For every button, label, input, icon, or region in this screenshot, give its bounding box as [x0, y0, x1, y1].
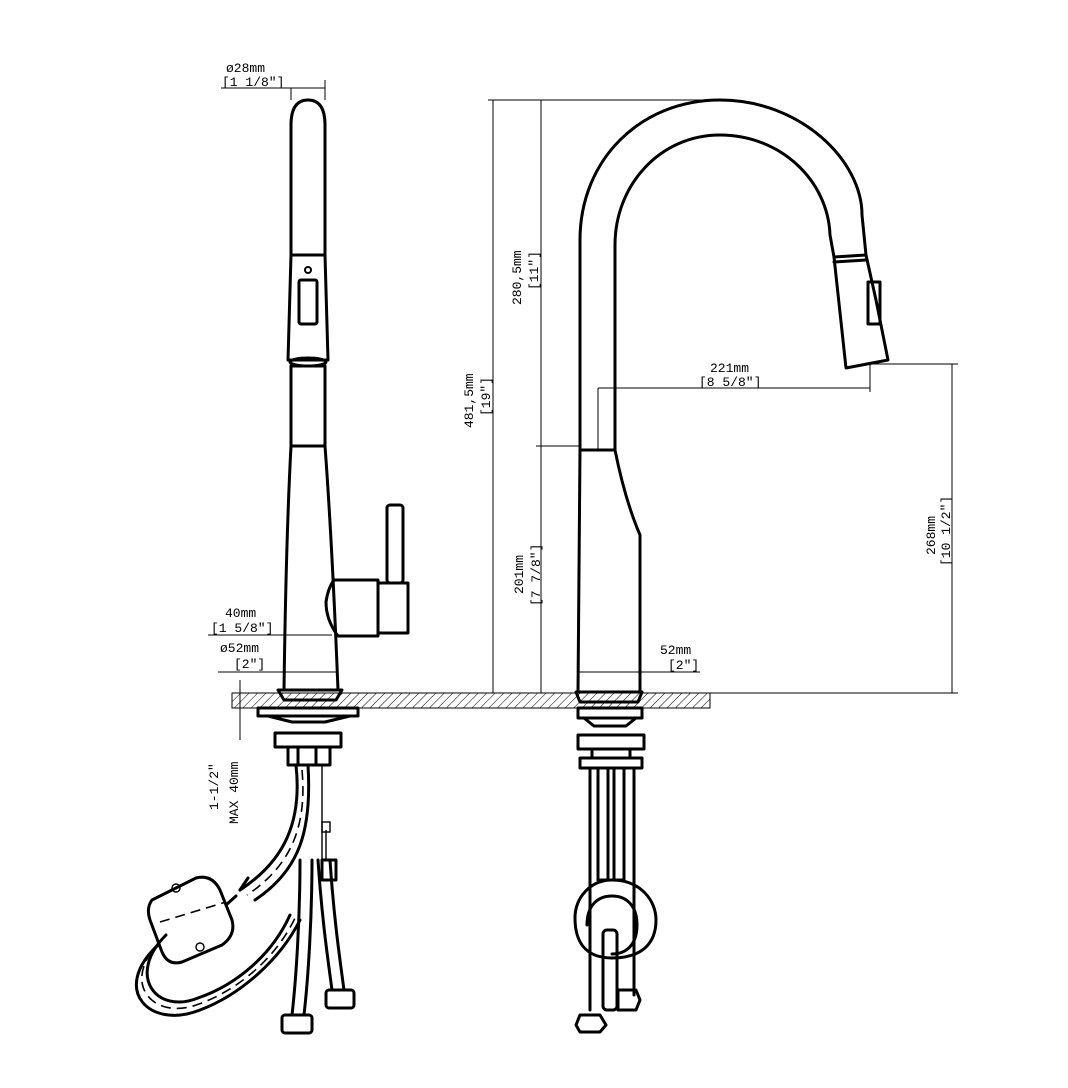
hose-neck — [289, 364, 327, 448]
deck-max-line2: MAX 40mm — [227, 761, 242, 824]
total-height-metric: 481,5mm — [462, 373, 477, 428]
spray-head — [286, 98, 330, 362]
base-diameter-metric: ø52mm — [220, 641, 259, 656]
spout-reach-imperial: [8 5/8"] — [699, 375, 761, 390]
front-spray-head — [832, 253, 890, 370]
faucet-body — [282, 444, 340, 692]
side-view — [135, 98, 410, 1035]
outlet-height-metric: 268mm — [924, 516, 939, 555]
front-control-box — [573, 878, 658, 960]
side-view-labels: ø28mm [1 1/8"] 40mm [1 5/8"] ø52mm [2"] … — [207, 61, 284, 824]
base-width-metric: 52mm — [660, 643, 691, 658]
countertop-hatch — [231, 692, 711, 709]
outlet-height-imperial: [10 1/2"] — [939, 496, 954, 566]
spout-reach-metric: 221mm — [710, 361, 749, 376]
body-height-metric: 201mm — [512, 555, 527, 594]
front-view-dimensions — [488, 99, 958, 694]
front-view-labels: 481,5mm [19"] 280,5mm [11"] 201mm [7 7/8… — [462, 250, 954, 673]
lever-handle — [385, 503, 405, 585]
body-width-metric: 40mm — [225, 606, 256, 621]
front-faucet-body — [576, 448, 642, 694]
base-width-imperial: [2"] — [668, 658, 699, 673]
spout-height-imperial: [11"] — [527, 251, 542, 290]
body-width-imperial: [1 5/8"] — [211, 621, 273, 636]
side-view-dimensions — [208, 80, 339, 740]
front-view — [573, 98, 890, 1034]
body-height-imperial: [7 7/8"] — [529, 544, 544, 606]
handle-diameter-imperial: [1 1/8"] — [222, 75, 284, 90]
total-height-imperial: [19"] — [479, 377, 494, 416]
handle-diameter-metric: ø28mm — [226, 61, 265, 76]
control-box — [146, 875, 235, 965]
base-diameter-imperial: [2"] — [234, 657, 265, 672]
gooseneck-spout — [578, 98, 868, 452]
deck-max-line1: 1-1/2" — [207, 763, 222, 810]
spout-height-metric: 280,5mm — [510, 250, 525, 305]
handle-body — [324, 578, 380, 638]
